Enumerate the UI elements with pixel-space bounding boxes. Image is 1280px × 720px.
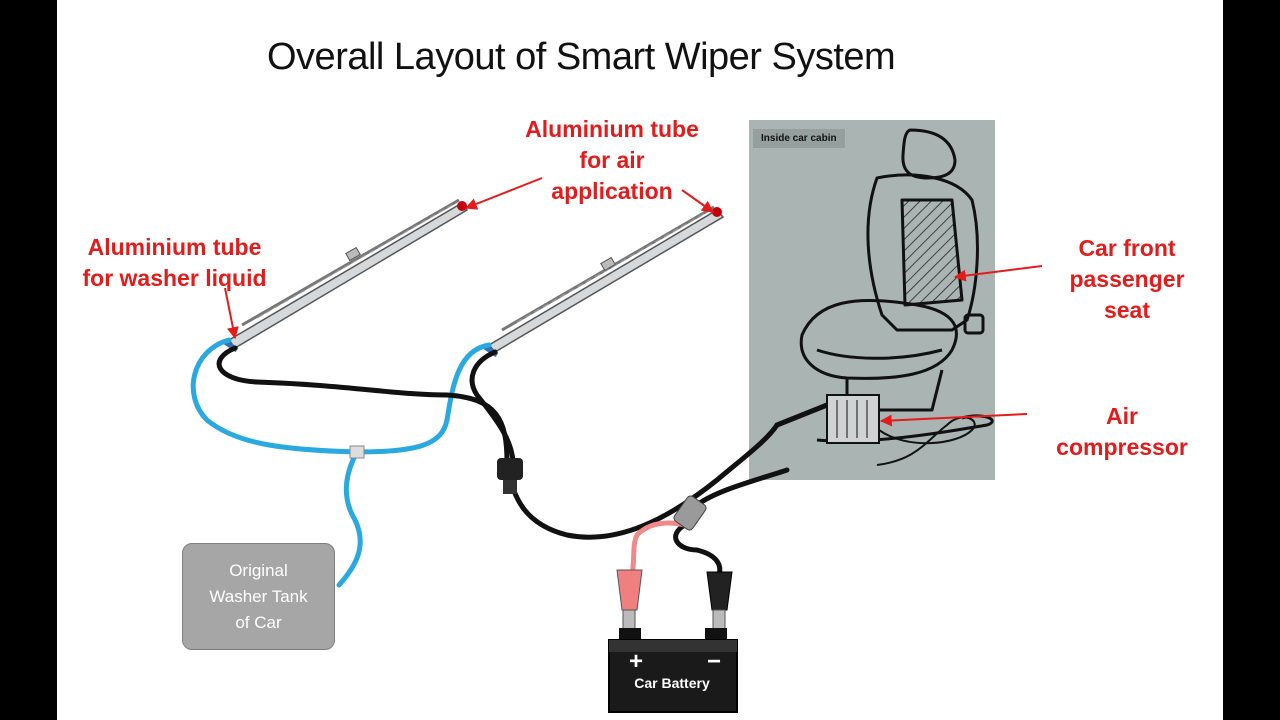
y-connector [497, 458, 523, 494]
compressor-illustration [826, 394, 976, 466]
cabin-tag: Inside car cabin [753, 129, 845, 148]
inline-fuse [673, 495, 707, 531]
red-clamp [616, 569, 643, 631]
wiper-blade-left [223, 198, 469, 353]
battery-label: Car Battery [634, 675, 710, 691]
slide: Overall Layout of Smart Wiper System Ins… [57, 0, 1223, 720]
black-clamp [706, 571, 733, 631]
washer-tank-box: Original Washer Tank of Car [182, 543, 335, 650]
system-diagram: + − [190, 128, 1043, 713]
battery-plus: + [629, 648, 643, 675]
car-battery [608, 628, 738, 713]
wiper-blade-right [483, 205, 725, 358]
slide-title: Overall Layout of Smart Wiper System [267, 36, 896, 78]
air-hose [216, 345, 830, 578]
washer-hose [190, 337, 492, 588]
annotation-arrows [224, 177, 1043, 427]
seat-illustration [799, 128, 994, 443]
battery-minus: − [707, 648, 721, 675]
